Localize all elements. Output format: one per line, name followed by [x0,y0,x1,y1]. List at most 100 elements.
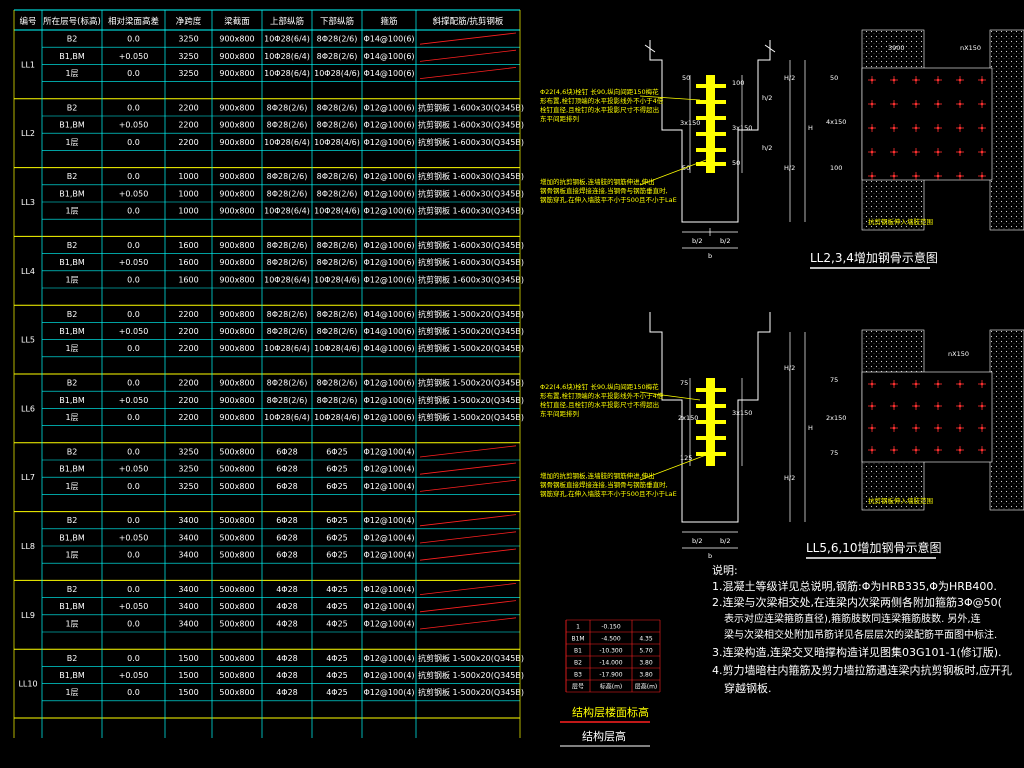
table-cell: 3400 [178,516,198,525]
table-cell: 1000 [178,207,198,216]
level-cell: -17.900 [599,672,622,679]
table-cell: Φ12@100(4) [363,602,414,611]
level-cell: -4.500 [601,636,621,643]
table-cell: 8Φ28(2/6) [267,241,308,250]
table-cell: B2 [67,585,78,594]
table-cell: +0.050 [119,258,149,267]
svg-text:东平间距排列: 东平间距排列 [540,114,579,123]
dim-3x150: 3x150 [732,124,752,132]
table-cell: 10Φ28(6/4) [264,138,310,147]
dim-h: H [808,124,813,132]
table-cell: 3250 [178,52,198,61]
svg-text:钢骨钢板直接焊接连接,当钢骨与钢筋垂直时,: 钢骨钢板直接焊接连接,当钢骨与钢筋垂直时, [540,186,668,195]
dim-h-half: H/2 [784,474,795,482]
table-header-cell: 上部纵筋 [270,16,304,27]
table-cell: 6Φ28 [276,516,298,525]
dim-100: 100 [732,79,744,87]
plate-note-bottom: 增加的抗剪钢板,连墙肢的钢筋伸进,伸出 钢骨钢板直接焊接连接,当钢骨与钢筋垂直时… [540,471,677,498]
dim-b-half: b/2 [692,237,702,245]
table-cell: 2200 [178,310,198,319]
table-cell: 1600 [178,241,198,250]
table-cell-plate: 抗剪钢板 1-600x30(Q345B) [418,171,524,181]
table-cell: Φ12@100(4) [363,551,414,560]
svg-text:东平间距排列: 东平间距排列 [540,409,579,418]
table-cell-plate: 抗剪钢板 1-500x20(Q345B) [418,395,524,405]
table-cell: Φ12@100(6) [363,413,414,422]
table-cell: B1,BM [59,258,85,267]
table-cell: 10Φ28(6/4) [264,207,310,216]
table-cell: +0.050 [119,602,149,611]
table-header-cell: 梁截面 [224,16,250,27]
steel-plate-top [706,75,715,173]
dim-3x150: 3x150 [680,119,700,127]
svg-text:栓钉直径,且栓钉的水平投影尺寸不得超出: 栓钉直径,且栓钉的水平投影尺寸不得超出 [540,400,659,409]
table-cell: 8Φ28(2/6) [267,396,308,405]
table-cell: 1000 [178,172,198,181]
table-cell: 8Φ28(2/6) [317,103,358,112]
dim-h: H [808,424,813,432]
beam-id: LL5 [21,336,35,345]
table-cell: 4Φ28 [276,585,298,594]
table-cell-plate: 抗剪钢板 1-600x30(Q345B) [418,274,524,284]
table-cell: B2 [67,516,78,525]
table-cell: 1层 [65,275,78,284]
table-cell: Φ14@100(6) [363,344,414,353]
table-cell-plate: 抗剪钢板 1-600x30(Q345B) [418,257,524,267]
table-cell: 1600 [178,258,198,267]
stud-group-bottom [696,388,726,456]
table-cell: B2 [67,379,78,388]
table-cell: +0.050 [119,52,149,61]
table-cell: 0.0 [127,585,140,594]
table-header-cell: 编号 [19,16,36,27]
dim-75: 75 [830,449,838,457]
table-cell: Φ12@100(6) [363,172,414,181]
table-cell: Φ12@100(6) [363,189,414,198]
dim-b: b [708,252,712,260]
table-cell: 900x800 [219,189,254,198]
level-cell: B3 [574,672,582,679]
table-cell: 8Φ28(2/6) [267,172,308,181]
table-cell-plate: 抗剪钢板 1-500x20(Q345B) [418,343,524,353]
table-cell: +0.050 [119,189,149,198]
diagonal-brace-mark [419,49,517,62]
level-cell: 标高(m) [600,683,623,691]
beam-id: LL9 [21,611,35,620]
table-cell: Φ14@100(6) [363,310,414,319]
stud-grid-bottom [868,380,986,454]
table-cell: 500x800 [219,533,254,542]
table-cell-plate: 抗剪钢板 1-600x30(Q345B) [418,137,524,147]
table-cell: 6Φ25 [326,465,348,474]
dim-lines-top [682,60,806,249]
beam-elevation [861,67,993,181]
dim-50: 50 [830,74,838,82]
table-cell: 6Φ25 [326,447,348,456]
level-cell: 3.80 [639,660,653,667]
table-cell-plate: 抗剪钢板 1-500x20(Q345B) [418,670,524,680]
table-cell: 4Φ28 [276,671,298,680]
table-cell: 1500 [178,688,198,697]
table-cell: 1500 [178,654,198,663]
table-cell: 4Φ25 [326,671,348,680]
table-cell: 1层 [65,69,78,78]
svg-text:钢骨钢板直接焊接连接,当钢骨与钢筋垂直时,: 钢骨钢板直接焊接连接,当钢骨与钢筋垂直时, [540,480,668,489]
svg-text:形布置,栓钉顶端的水平投影线外不小于4倍: 形布置,栓钉顶端的水平投影线外不小于4倍 [540,391,664,400]
svg-text:形布置,栓钉顶端的水平投影线外不小于4倍: 形布置,栓钉顶端的水平投影线外不小于4倍 [540,96,664,105]
top-section-diagram: b/2 b/2 b H H/2 H/2 h/2 h/2 50 3x150 50 … [540,29,1024,269]
beam-outline-top [649,40,771,223]
table-cell: 2200 [178,344,198,353]
table-cell: Φ12@100(4) [363,482,414,491]
table-cell: 1层 [65,344,78,353]
hatch-label: 抗剪钢板伸入墙肢范围 [868,496,933,505]
break-mark [644,44,656,53]
table-cell: 900x800 [219,35,254,44]
table-cell: 3250 [178,447,198,456]
table-cell: 0.0 [127,275,140,284]
table-cell: 6Φ28 [276,447,298,456]
table-cell: 8Φ28(2/6) [317,121,358,130]
dim-h-half: H/2 [784,74,795,82]
table-cell: +0.050 [119,533,149,542]
beam-id: LL3 [21,198,35,207]
table-cell: Φ12@100(6) [363,396,414,405]
table-header-cell: 相对梁面高差 [108,16,159,27]
table-cell: B2 [67,310,78,319]
